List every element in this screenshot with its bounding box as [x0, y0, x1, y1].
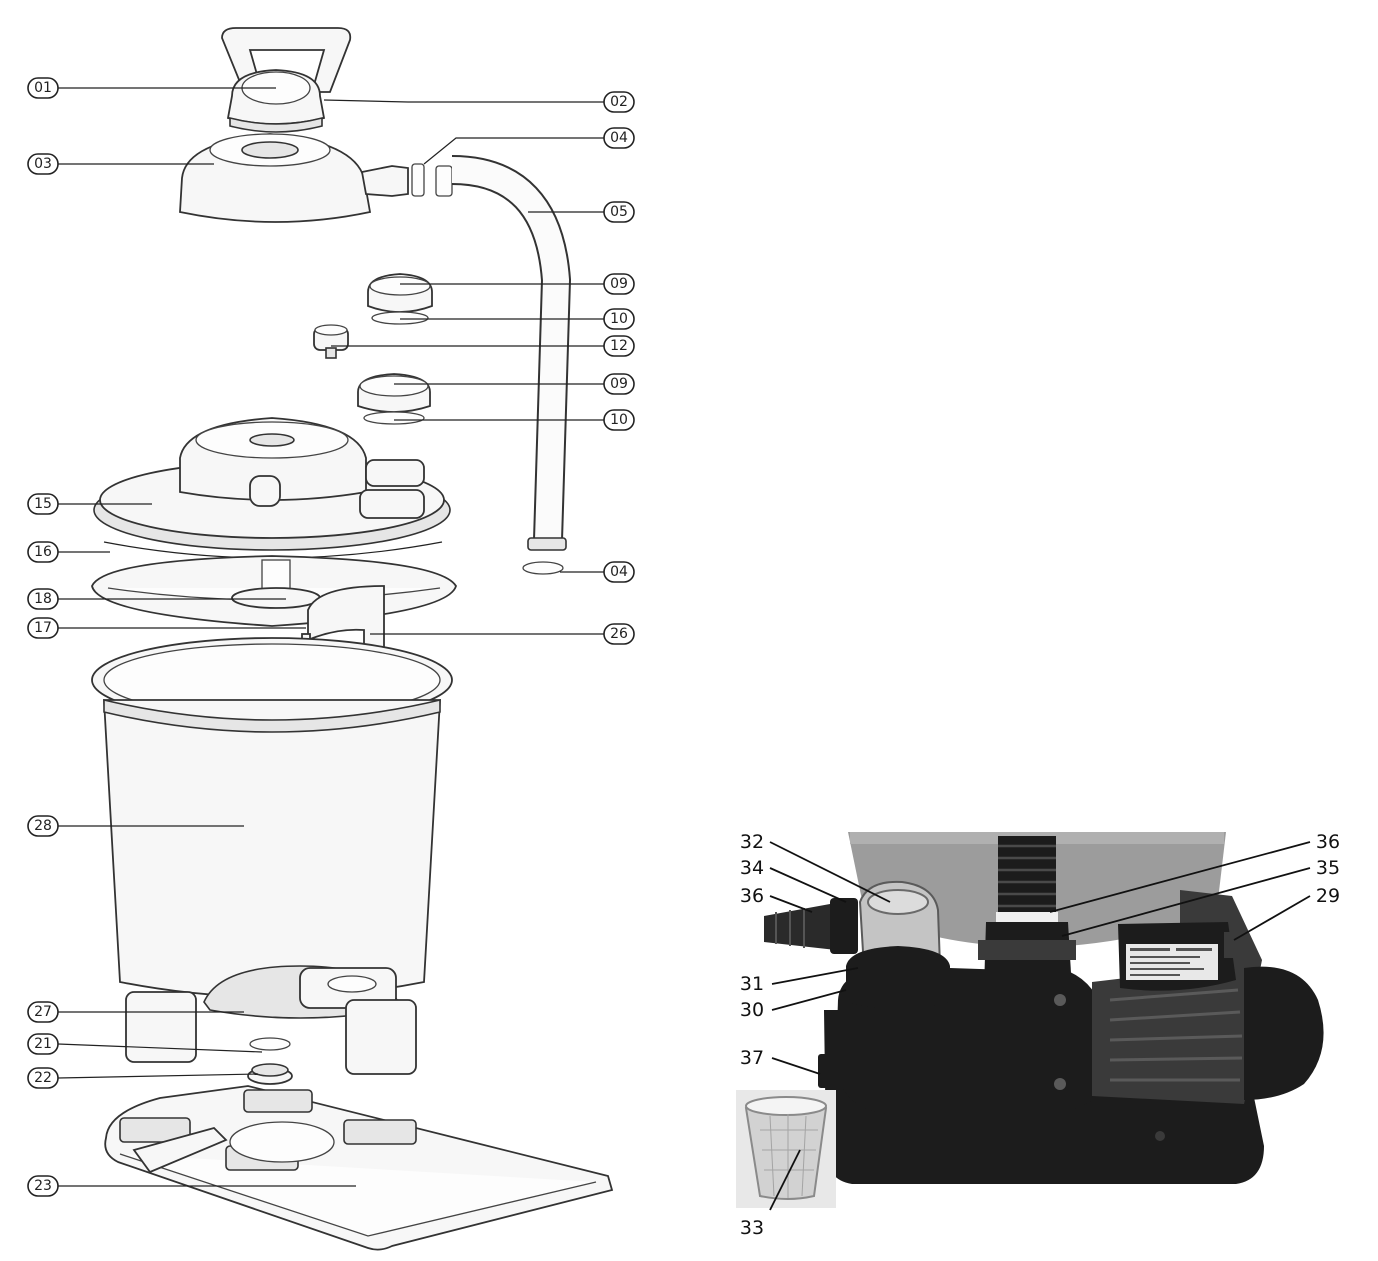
photo-label-34: 34: [740, 857, 764, 879]
svg-text:23: 23: [34, 1178, 52, 1194]
photo-label-36-right: 36: [1316, 831, 1340, 853]
svg-text:16: 16: [34, 544, 52, 560]
callout-04-top: 04: [603, 127, 635, 149]
svg-text:04: 04: [610, 564, 628, 580]
svg-text:05: 05: [610, 204, 628, 220]
callout-03: 03: [27, 153, 59, 175]
part-standpipe-collar: [231, 559, 321, 609]
svg-text:18: 18: [34, 591, 52, 607]
part-union-nut-upper: [367, 273, 433, 325]
svg-text:10: 10: [610, 311, 628, 327]
svg-text:09: 09: [610, 376, 628, 392]
callout-10-lower: 10: [603, 409, 635, 431]
callout-02: 02: [603, 91, 635, 113]
part-drain-nut: [247, 1063, 293, 1085]
callout-12: 12: [603, 335, 635, 357]
photo-label-33: 33: [740, 1217, 764, 1239]
part-legs: [125, 991, 417, 1075]
svg-text:03: 03: [34, 156, 52, 172]
part-plug: [313, 324, 349, 359]
svg-text:17: 17: [34, 620, 52, 636]
callout-01: 01: [27, 77, 59, 99]
photo-label-36-left: 36: [740, 885, 764, 907]
callout-27: 27: [27, 1001, 59, 1023]
callout-21: 21: [27, 1033, 59, 1055]
svg-text:12: 12: [610, 338, 628, 354]
svg-text:21: 21: [34, 1036, 52, 1052]
part-valve-head: [93, 417, 451, 551]
callout-05: 05: [603, 201, 635, 223]
callout-26: 26: [603, 623, 635, 645]
callout-17: 17: [27, 617, 59, 639]
part-tank: [91, 637, 453, 998]
callout-04-bottom: 04: [603, 561, 635, 583]
svg-text:27: 27: [34, 1004, 52, 1020]
callout-28: 28: [27, 815, 59, 837]
part-lid: [179, 133, 453, 223]
photo-label-32: 32: [740, 831, 764, 853]
svg-text:02: 02: [610, 94, 628, 110]
part-pin: [323, 99, 409, 103]
part-handle: [221, 27, 352, 133]
callout-18: 18: [27, 588, 59, 610]
callout-leaders: [57, 87, 604, 1187]
part-gasket: [249, 1037, 291, 1051]
photo-label-30: 30: [740, 999, 764, 1021]
svg-text:15: 15: [34, 496, 52, 512]
photo-label-29: 29: [1316, 885, 1340, 907]
svg-text:26: 26: [610, 626, 628, 642]
callout-09-lower: 09: [603, 373, 635, 395]
exploded-parts-drawing: [91, 27, 614, 1251]
svg-text:01: 01: [34, 80, 52, 96]
callout-10-upper: 10: [603, 308, 635, 330]
callout-23: 23: [27, 1175, 59, 1197]
pump-photo: [736, 832, 1336, 1208]
callout-22: 22: [27, 1067, 59, 1089]
photo-labels: 32 36 34 35 36 29 31 30 37 33: [740, 831, 1340, 1239]
photo-label-37: 37: [740, 1047, 764, 1069]
part-base-plate: [104, 1085, 614, 1251]
svg-text:09: 09: [610, 276, 628, 292]
svg-text:22: 22: [34, 1070, 52, 1086]
callout-15: 15: [27, 493, 59, 515]
photo-leaders: [769, 841, 1311, 1211]
callout-09-upper: 09: [603, 273, 635, 295]
part-union-nut-lower: [357, 373, 431, 425]
callout-16: 16: [27, 541, 59, 563]
svg-text:10: 10: [610, 412, 628, 428]
photo-label-35: 35: [1316, 857, 1340, 879]
photo-label-31: 31: [740, 973, 764, 995]
part-hose-clamp: [522, 561, 564, 575]
svg-text:04: 04: [610, 130, 628, 146]
svg-text:28: 28: [34, 818, 52, 834]
